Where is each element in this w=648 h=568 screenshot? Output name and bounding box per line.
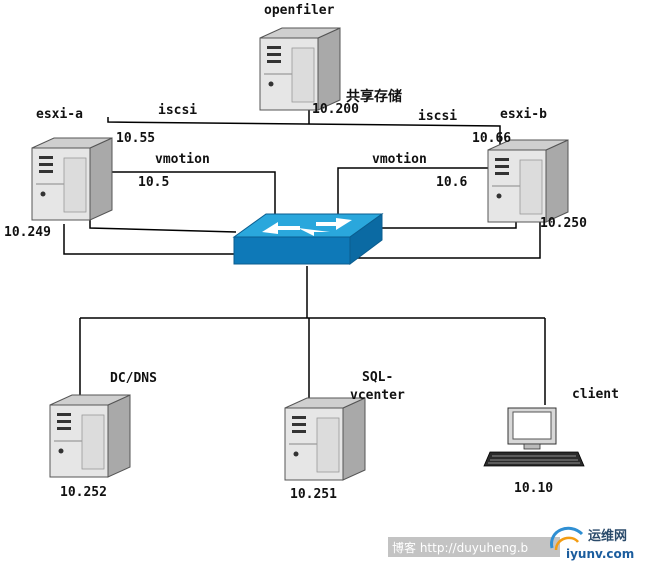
server-dc-icon xyxy=(49,394,131,478)
vmotion-right-label: vmotion xyxy=(372,152,427,167)
watermark: 博客 http://duyuheng.b 运维网 iyunv.com xyxy=(388,526,634,561)
iscsi-left-label: iscsi xyxy=(158,103,197,118)
esxi-b-iscsi-ip: 10.66 xyxy=(472,131,511,146)
client-ip: 10.10 xyxy=(514,481,553,496)
watermark-brand-cn: 运维网 xyxy=(588,528,627,544)
server-openfiler-icon xyxy=(259,27,341,111)
esxi-a-vmotion-ip: 10.5 xyxy=(138,175,169,190)
server-sql-icon xyxy=(284,397,366,481)
server-esxi-b-icon xyxy=(487,139,569,223)
link-esxi-a-mgmt-2 xyxy=(63,224,236,255)
switch-arrows-icon xyxy=(262,218,352,236)
vmotion-left-label: vmotion xyxy=(155,152,210,167)
sql-vcenter-ip: 10.251 xyxy=(290,487,337,502)
link-esxi-b-mgmt-2 xyxy=(350,212,541,259)
shared-storage-label: 共享存储 xyxy=(346,88,402,105)
esxi-b-label: esxi-b xyxy=(500,107,547,122)
link-iscsi-bus xyxy=(107,117,501,150)
brand-logo-icon xyxy=(550,526,584,551)
client-label: client xyxy=(572,387,619,402)
esxi-a-mgmt-ip: 10.249 xyxy=(4,225,51,240)
iscsi-right-label: iscsi xyxy=(418,109,457,124)
link-esxi-b-vmotion xyxy=(337,167,488,216)
esxi-b-vmotion-ip: 10.6 xyxy=(436,175,467,190)
esxi-a-label: esxi-a xyxy=(36,107,83,122)
openfiler-label: openfiler xyxy=(264,3,335,18)
server-esxi-a-icon xyxy=(31,137,113,221)
openfiler-ip: 10.200 xyxy=(312,102,359,117)
network-switch xyxy=(232,213,384,265)
link-esxi-a-vmotion xyxy=(110,171,276,221)
sql-vcenter-label-1: SQL- xyxy=(362,370,393,385)
sql-vcenter-label-2: vcenter xyxy=(350,388,405,403)
client-computer-icon xyxy=(483,407,585,467)
connection-lines xyxy=(63,92,546,405)
dc-dns-label: DC/DNS xyxy=(110,371,157,386)
dc-dns-ip: 10.252 xyxy=(60,485,107,500)
watermark-blog-text: 博客 http://duyuheng.b xyxy=(392,540,528,555)
watermark-brand-url: iyunv.com xyxy=(566,547,634,561)
esxi-b-mgmt-ip: 10.250 xyxy=(540,216,587,231)
esxi-a-iscsi-ip: 10.55 xyxy=(116,131,155,146)
